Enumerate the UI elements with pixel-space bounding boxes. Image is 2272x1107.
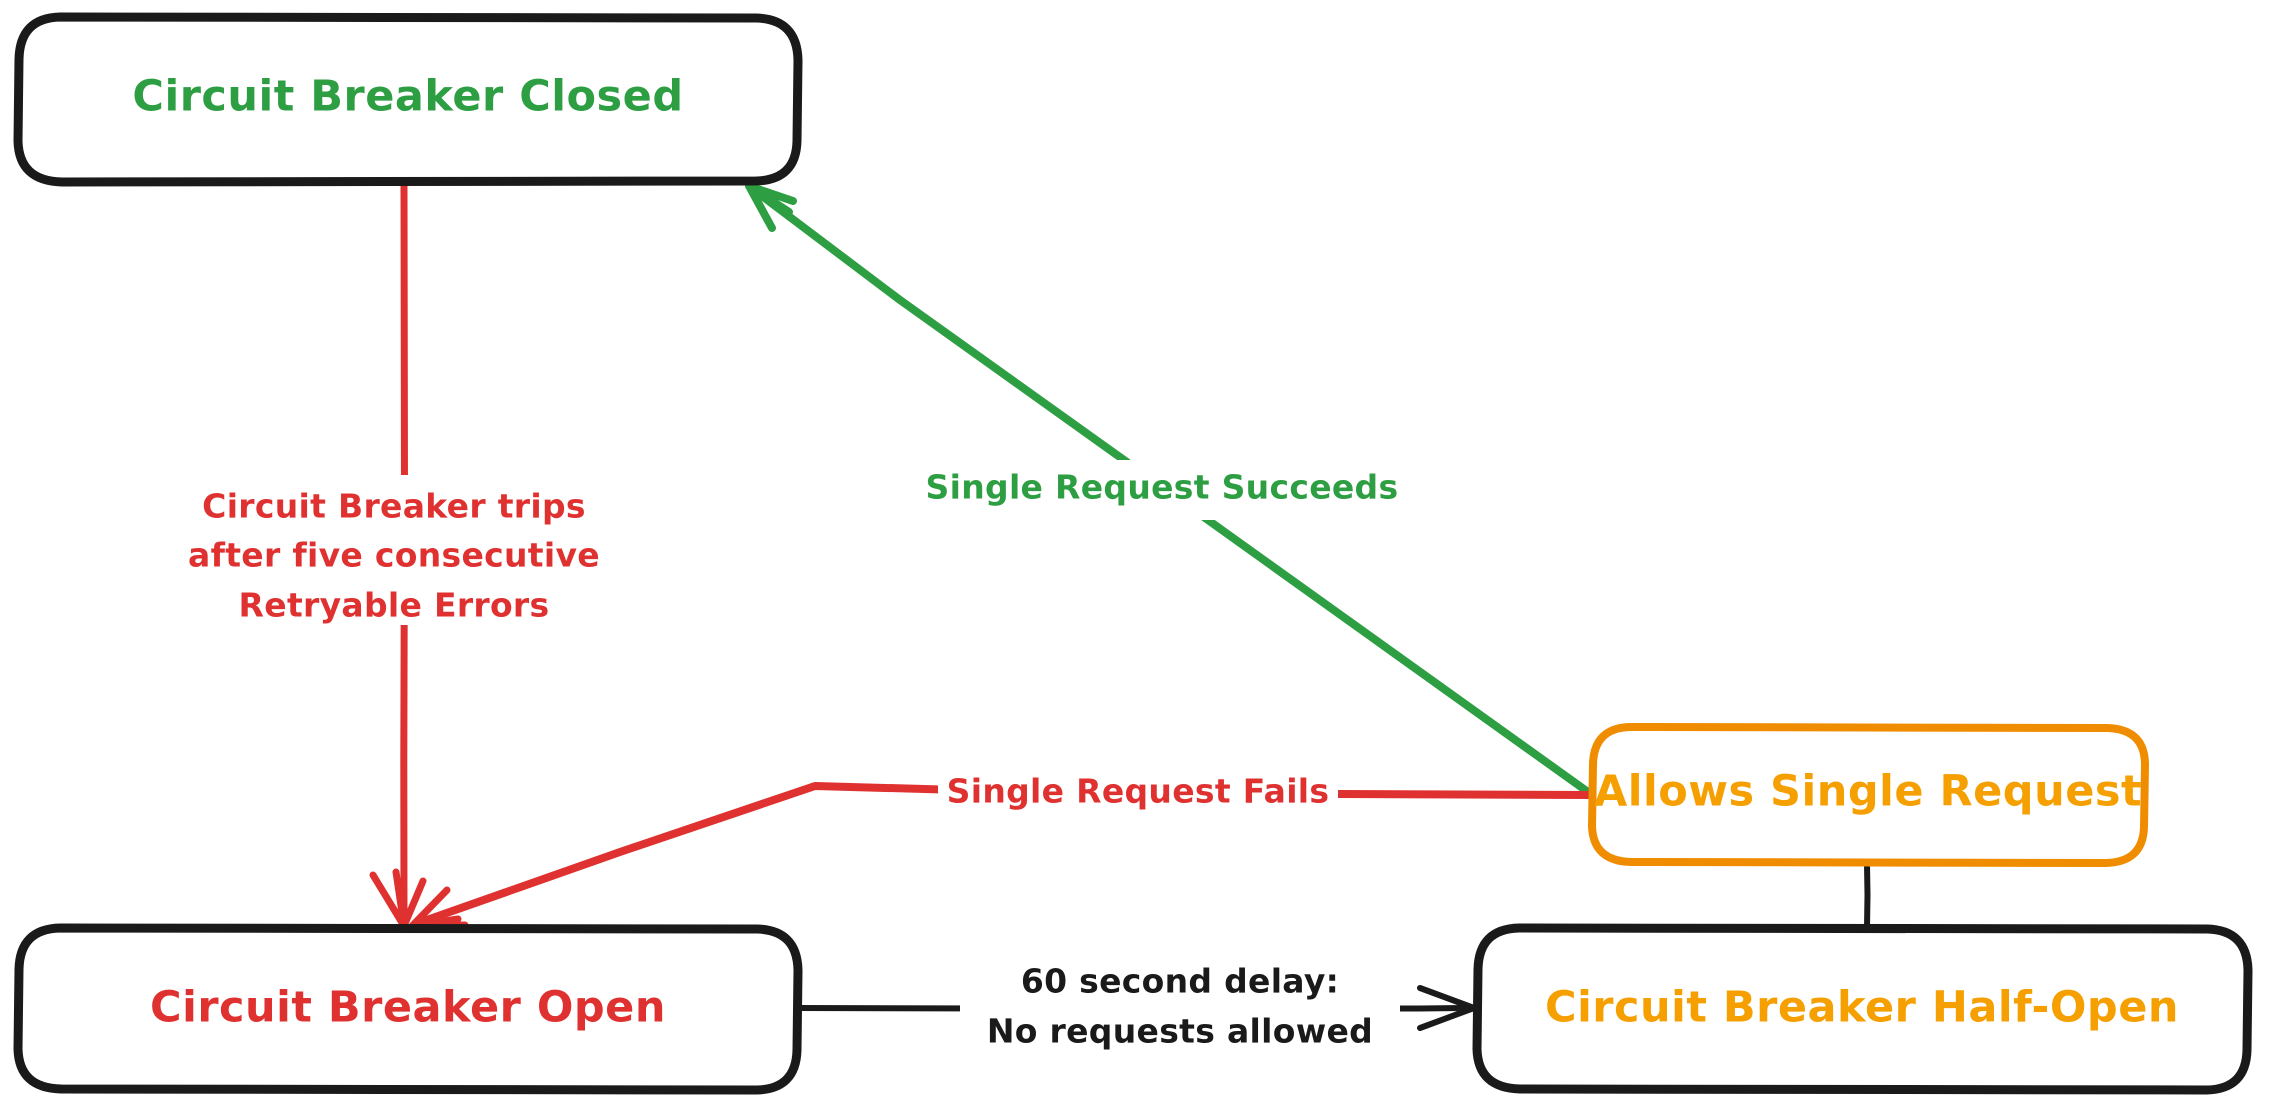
edge-label-closed-to-open-line1: Circuit Breaker trips [202,487,586,526]
edge-label-open-to-half-open-line1: 60 second delay: [1021,962,1339,1001]
edge-allows-to-closed-line [754,189,1592,796]
edge-label-allows-to-closed-text: Single Request Succeeds [926,468,1399,507]
edge-label-allows-to-open-text: Single Request Fails [947,772,1330,811]
node-allows-single-request-label: Allows Single Request [1594,767,2142,817]
edge-closed-to-open [369,179,427,930]
edge-label-closed-to-open: Circuit Breaker trips after five consecu… [182,475,600,625]
node-allows-single-request[interactable]: Allows Single Request [1588,723,2149,867]
edge-half-open-to-allows-line [1864,861,1871,930]
edge-closed-to-open-arrowhead [369,868,427,930]
node-allows-single-request-border [1588,723,2149,867]
node-closed-border [13,12,803,187]
edge-closed-to-open-line [400,179,408,924]
node-half-open-label: Circuit Breaker Half-Open [1545,983,2179,1033]
node-circuit-breaker-open[interactable]: Circuit Breaker Open [13,923,803,1095]
edge-label-closed-to-open-bg [182,475,592,625]
edge-open-to-half-open-arrowhead [1417,985,1477,1031]
edge-label-allows-to-closed: Single Request Succeeds [912,460,1412,520]
edge-label-open-to-half-open-line2: No requests allowed [987,1012,1373,1051]
edge-half-open-to-allows [1864,861,1871,930]
node-circuit-breaker-half-open[interactable]: Circuit Breaker Half-Open [1472,923,2253,1095]
edge-label-closed-to-open-line3: Retryable Errors [239,586,550,625]
edge-label-open-to-half-open: 60 second delay: No requests allowed [960,955,1400,1065]
node-open-border [13,923,803,1095]
edge-allows-to-closed [745,182,1592,796]
edge-allows-to-closed-arrowhead [745,182,797,232]
edge-allows-to-open-line [420,782,1593,925]
node-circuit-breaker-closed[interactable]: Circuit Breaker Closed [13,12,803,187]
edge-label-allows-to-closed-bg [912,460,1412,520]
edge-label-closed-to-open-line2: after five consecutive [188,536,600,575]
edge-label-allows-to-open-bg [938,768,1338,822]
edge-label-allows-to-open: Single Request Fails [938,768,1338,822]
edge-label-open-to-half-open-bg [960,955,1400,1065]
node-half-open-border [1472,923,2253,1095]
node-open-label: Circuit Breaker Open [150,983,666,1033]
node-closed-label: Circuit Breaker Closed [132,72,683,122]
